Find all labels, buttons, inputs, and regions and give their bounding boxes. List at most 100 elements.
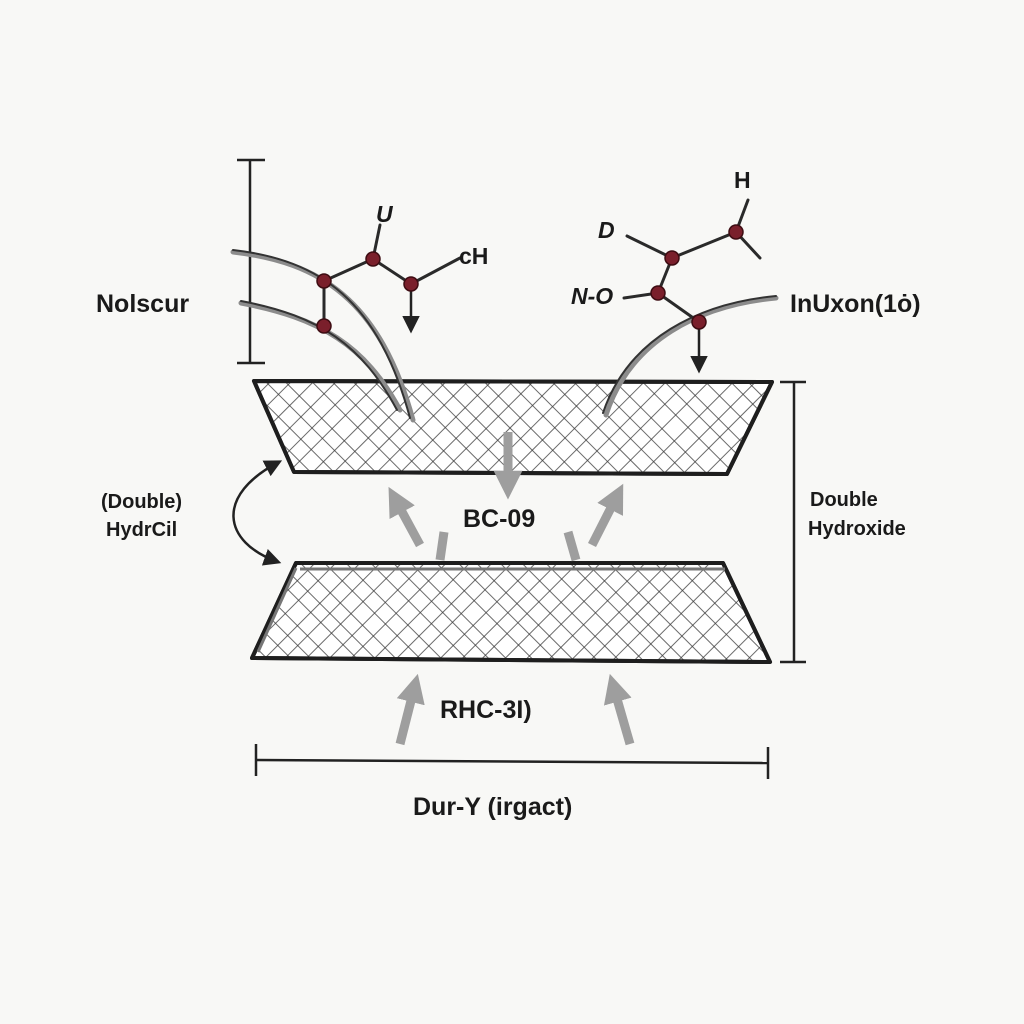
hatch-line bbox=[630, 563, 734, 662]
hatch-line bbox=[521, 563, 624, 662]
right-atom-label-top: H bbox=[734, 167, 751, 193]
interlayer-arrows bbox=[388, 432, 624, 562]
hatch-line bbox=[769, 381, 772, 474]
hatch-line bbox=[434, 563, 538, 662]
hatch-line bbox=[763, 563, 770, 662]
hatch-line bbox=[673, 563, 770, 662]
hatch-line bbox=[409, 563, 512, 662]
hatch-line bbox=[149, 562, 251, 664]
atom-node bbox=[365, 251, 381, 267]
hatch-line bbox=[482, 381, 580, 474]
hatch-line bbox=[252, 563, 337, 662]
hatch-line bbox=[809, 562, 911, 664]
label-right-top: InUxon(1ȯ) bbox=[790, 290, 921, 318]
hatch-line bbox=[614, 381, 712, 474]
right-bracket bbox=[780, 380, 806, 664]
hatch-line bbox=[571, 381, 669, 474]
hatch-line bbox=[792, 380, 888, 476]
label-right-middle-line2: Hydroxide bbox=[808, 518, 906, 540]
hatch-line bbox=[857, 380, 953, 476]
label-left-middle-line2: HydrCil bbox=[106, 519, 177, 541]
hatch-line bbox=[475, 563, 578, 662]
label-bottom: Dur-Y (irgact) bbox=[413, 793, 572, 821]
hatch-line bbox=[284, 381, 382, 474]
hatch-line bbox=[591, 381, 689, 474]
right-atom-label-left-bottom: N-O bbox=[571, 283, 613, 309]
upper-layer-plate bbox=[154, 379, 953, 476]
hatch-line bbox=[283, 381, 380, 474]
hatch-line bbox=[811, 562, 913, 664]
hatch-line bbox=[149, 562, 251, 664]
hatch-line bbox=[852, 562, 954, 664]
hatch-line bbox=[154, 380, 250, 476]
hatch-line bbox=[410, 563, 514, 662]
hatch-line bbox=[763, 563, 770, 662]
left-fiber-curves bbox=[230, 249, 416, 423]
hatch-line bbox=[391, 563, 495, 662]
label-right-middle-line1: Double bbox=[810, 489, 878, 511]
hatch-line bbox=[792, 380, 888, 476]
atom-node bbox=[664, 250, 680, 266]
hatch-line bbox=[254, 381, 294, 474]
hatch-line bbox=[788, 562, 890, 664]
hatch-line bbox=[437, 381, 534, 474]
hatch-line bbox=[526, 381, 624, 474]
hatch-line bbox=[252, 563, 338, 662]
hatch-line bbox=[629, 563, 732, 662]
hatch-line bbox=[640, 381, 737, 474]
hatch-line bbox=[549, 381, 647, 474]
hatch-line bbox=[435, 563, 538, 662]
hatch-line bbox=[309, 381, 407, 474]
left-molecule: U cH bbox=[316, 201, 488, 334]
hatch-line bbox=[742, 563, 770, 662]
hatch-line bbox=[815, 380, 911, 476]
atom-node bbox=[650, 285, 666, 301]
hatch-line bbox=[769, 381, 772, 474]
hatch-line bbox=[586, 563, 690, 662]
hatch-line bbox=[258, 563, 362, 662]
hatch-line bbox=[592, 381, 690, 474]
exchange-arrow bbox=[232, 460, 283, 566]
hatch-line bbox=[608, 563, 712, 662]
hatch-line bbox=[329, 381, 427, 474]
hatch-line bbox=[745, 381, 772, 474]
hatch-line bbox=[815, 380, 911, 476]
atom-node bbox=[316, 318, 332, 334]
hatch-line bbox=[278, 563, 382, 662]
atom-node bbox=[403, 276, 419, 292]
atom-node bbox=[691, 314, 707, 330]
label-center-upper: BC-09 bbox=[463, 505, 535, 533]
left-atom-label-top: U bbox=[376, 201, 394, 227]
hatch-line bbox=[482, 381, 579, 474]
hatch-line bbox=[368, 563, 472, 662]
label-center-lower: RHC-3I) bbox=[440, 696, 532, 724]
hatch-line bbox=[345, 563, 448, 662]
hatch-line bbox=[456, 563, 559, 662]
hatch-line bbox=[856, 380, 952, 476]
left-bracket bbox=[237, 158, 265, 365]
hatch-line bbox=[787, 562, 889, 664]
hatch-line bbox=[396, 381, 494, 474]
hatch-line bbox=[506, 381, 603, 474]
label-left-top: Nolscur bbox=[96, 290, 189, 318]
hatch-line bbox=[154, 380, 250, 476]
hatch-line bbox=[300, 563, 404, 662]
hatch-line bbox=[369, 563, 473, 662]
hatch-line bbox=[390, 563, 494, 662]
hatch-line bbox=[351, 381, 449, 474]
hatch-line bbox=[607, 563, 711, 662]
hatch-line bbox=[612, 381, 710, 474]
hatch-line bbox=[680, 381, 772, 474]
hatch-line bbox=[830, 562, 932, 664]
hatch-line bbox=[525, 381, 623, 474]
hatch-line bbox=[852, 562, 954, 664]
left-atom-label-right: cH bbox=[459, 243, 488, 269]
hatch-line bbox=[661, 381, 758, 474]
bottom-bracket bbox=[254, 744, 770, 779]
hatch-line bbox=[278, 563, 381, 662]
right-molecule: H D N-O bbox=[571, 167, 762, 374]
hatch-line bbox=[499, 563, 602, 662]
label-left-middle-line1: (Double) bbox=[101, 491, 182, 513]
